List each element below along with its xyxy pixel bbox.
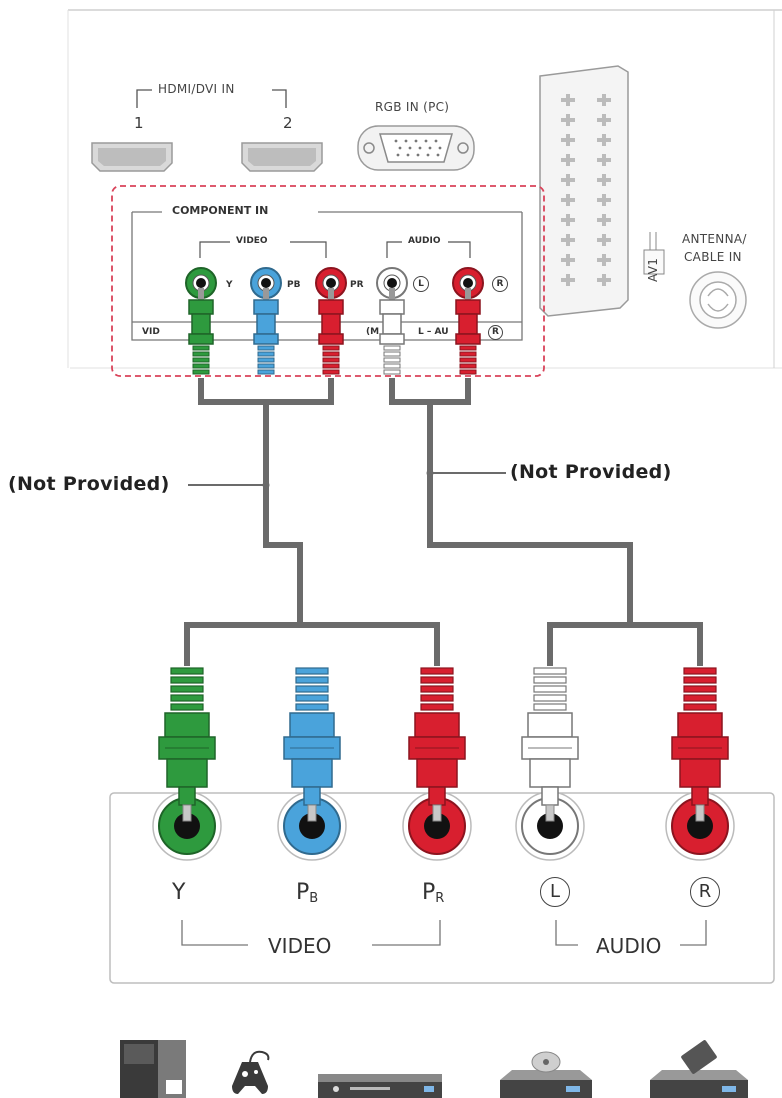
- hdmi-bracket: [136, 89, 287, 108]
- tv-audio-group-label: AUDIO: [408, 236, 441, 246]
- tv-bottom-vid-label: VID: [142, 327, 160, 337]
- cables: [184, 378, 703, 666]
- device-jack-pr-letter: P: [422, 880, 436, 905]
- device-jack-3: [402, 791, 472, 861]
- tv-back-panel: [67, 9, 782, 369]
- tv-component-jacks: [185, 267, 484, 299]
- device-jack-1: [152, 791, 222, 861]
- tv-video-group-label: VIDEO: [236, 236, 268, 246]
- antenna-port-shape: [689, 271, 747, 329]
- tv-plug-1: [188, 288, 214, 375]
- tv-jack-5: [452, 267, 484, 299]
- device-jack-l-label: L: [540, 877, 570, 907]
- vcr-icon: [650, 1040, 748, 1098]
- component-in-label: COMPONENT IN: [172, 204, 269, 217]
- tv-bottom-r-label: R: [488, 325, 503, 340]
- device-jack-pr-sub: R: [435, 891, 445, 906]
- tv-bottom-audio-label: L – AU: [418, 327, 449, 337]
- hdmi-port-1-label: 1: [134, 114, 144, 132]
- device-audio-label: AUDIO: [596, 934, 662, 958]
- tv-jack-pr-label: PR: [350, 280, 364, 290]
- device-jack-r-label: R: [690, 877, 720, 907]
- device-jack-pb-label: PB: [296, 880, 318, 906]
- av1-label: AV1: [646, 257, 660, 282]
- device-plug-4: [521, 667, 579, 822]
- antenna-label-line2: CABLE IN: [684, 250, 742, 264]
- tv-bottom-mono-label: (M: [366, 327, 380, 337]
- game-controller-icon: [232, 1050, 270, 1094]
- scart-port-shape: [539, 65, 629, 317]
- tv-jack-l-label: L: [413, 276, 429, 292]
- device-plug-1: [158, 667, 216, 822]
- device-jack-y-label: Y: [172, 880, 186, 905]
- tv-jack-y-label: Y: [226, 280, 233, 290]
- tv-plug-3: [318, 288, 344, 375]
- device-side-plugs: [158, 667, 729, 822]
- tv-jack-pb-label: PB: [287, 280, 301, 290]
- tv-plug-2: [253, 288, 279, 375]
- tv-jack-1: [185, 267, 217, 299]
- device-brackets: [181, 920, 707, 946]
- hdmi-port-1-shape: [91, 142, 173, 172]
- hdmi-group-label: HDMI/DVI IN: [158, 82, 235, 96]
- disc-player-icon: [500, 1051, 592, 1098]
- right-cable-note: (Not Provided): [510, 461, 672, 483]
- left-cable-note: (Not Provided): [8, 473, 170, 495]
- hdmi-port-2-label: 2: [283, 114, 293, 132]
- dvd-player-icon: [318, 1074, 442, 1098]
- device-plug-5: [671, 667, 729, 822]
- tv-plug-4: [379, 288, 405, 375]
- device-plug-2: [283, 667, 341, 822]
- device-jack-pb-letter: P: [296, 880, 310, 905]
- device-jack-pb-sub: B: [309, 891, 319, 906]
- set-top-box-icon: [120, 1040, 186, 1098]
- rgb-port-shape: [357, 125, 475, 171]
- device-jack-pr-label: PR: [422, 880, 444, 906]
- component-highlight-box: [111, 185, 545, 377]
- device-video-label: VIDEO: [268, 934, 332, 958]
- hdmi-port-2-shape: [241, 142, 323, 172]
- antenna-label-line1: ANTENNA/: [682, 232, 747, 246]
- tv-side-plugs: [188, 288, 481, 375]
- tv-plug-5: [455, 288, 481, 375]
- rgb-in-label: RGB IN (PC): [375, 100, 450, 114]
- tv-jack-r-label: R: [492, 276, 508, 292]
- device-plug-3: [408, 667, 466, 822]
- av1-symbol: [643, 232, 665, 275]
